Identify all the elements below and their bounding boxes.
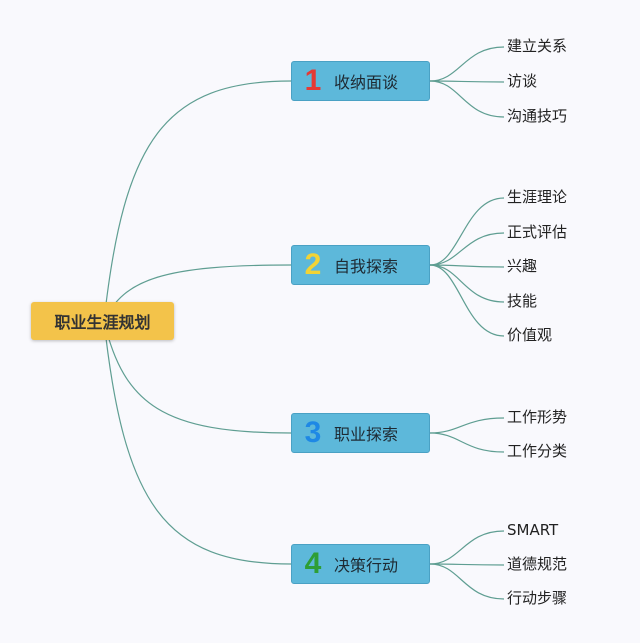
branch-node-4[interactable]: 4 决策行动 [291, 544, 430, 584]
branch-label-3: 职业探索 [334, 425, 399, 444]
connector-branch-1-to-leaf-3 [429, 80, 505, 118]
root-node[interactable]: 职业生涯规划 [31, 302, 174, 340]
connector-branch-4-to-leaf-2 [429, 563, 505, 566]
leaf-node[interactable]: 技能 [507, 292, 538, 310]
connector-branch-1-to-leaf-1 [429, 46, 505, 82]
connector-branch-2-to-leaf-1 [429, 197, 505, 266]
leaf-node[interactable]: 正式评估 [507, 223, 568, 241]
connector-branch-4-to-leaf-3 [429, 563, 505, 600]
connector-branch-3-to-leaf-1 [429, 417, 505, 434]
connector-root-to-branch-3 [103, 320, 292, 434]
branch-label-1: 收纳面谈 [334, 73, 399, 92]
connector-branch-2-to-leaf-2 [429, 232, 505, 266]
leaf-node[interactable]: 沟通技巧 [507, 107, 568, 125]
connector-branch-4-to-leaf-1 [429, 530, 505, 565]
connector-root-to-branch-1 [103, 80, 292, 322]
leaf-node[interactable]: 工作分类 [507, 442, 568, 460]
leaf-node[interactable]: SMART [507, 521, 559, 539]
branch-number-2: 2 [304, 248, 322, 281]
leaf-node[interactable]: 生涯理论 [507, 188, 568, 206]
leaf-node[interactable]: 访谈 [507, 72, 538, 90]
leaf-node[interactable]: 工作形势 [507, 408, 568, 426]
branch-node-3[interactable]: 3 职业探索 [291, 413, 430, 453]
branch-number-4: 4 [304, 547, 322, 580]
connector-root-to-branch-4 [103, 320, 292, 565]
branch-label-2: 自我探索 [334, 257, 399, 276]
leaf-node[interactable]: 道德规范 [507, 555, 568, 573]
connector-branch-2-to-leaf-3 [429, 264, 505, 268]
leaf-node[interactable]: 行动步骤 [507, 589, 568, 607]
branch-label-4: 决策行动 [334, 556, 399, 575]
branch-number-3: 3 [304, 416, 322, 449]
connector-branch-2-to-leaf-4 [429, 264, 505, 303]
root-node-label: 职业生涯规划 [54, 313, 151, 332]
branch-node-1[interactable]: 1 收纳面谈 [291, 61, 430, 101]
branch-number-1: 1 [304, 64, 322, 97]
connector-branch-2-to-leaf-5 [429, 264, 505, 337]
leaf-node[interactable]: 兴趣 [507, 257, 538, 275]
leaf-node[interactable]: 价值观 [507, 326, 553, 344]
leaf-node[interactable]: 建立关系 [507, 37, 568, 55]
connector-branch-1-to-leaf-2 [429, 80, 505, 83]
branch-node-2[interactable]: 2 自我探索 [291, 245, 430, 285]
connector-branch-3-to-leaf-2 [429, 432, 505, 453]
